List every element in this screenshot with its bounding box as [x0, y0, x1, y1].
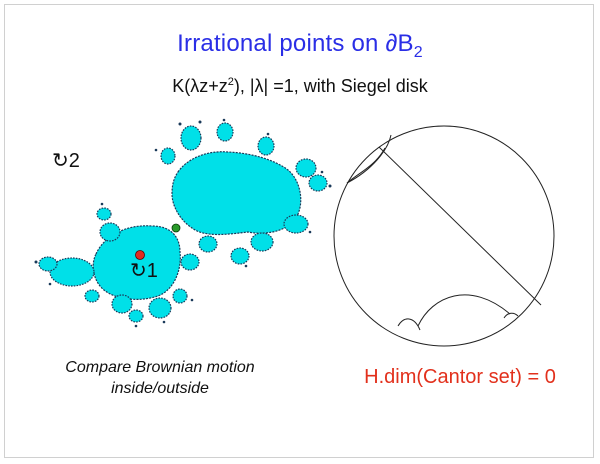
fractal-lobe — [128, 309, 144, 323]
title-main-text: Irrational points on ∂B — [177, 30, 414, 57]
rotation-label-2: ↻2 — [52, 150, 80, 172]
fractal-lobe — [84, 289, 100, 303]
fractal-lobe — [250, 232, 274, 252]
fractal-lobe — [198, 235, 218, 253]
fractal-lobe — [96, 207, 112, 221]
caption-line-1: Compare Brownian motion — [65, 359, 255, 376]
boundary-arc — [397, 318, 421, 331]
subtitle-superscript: 2 — [227, 76, 234, 88]
red-point — [135, 250, 145, 260]
boundary-arc — [346, 134, 392, 184]
fractal-lobe — [308, 174, 328, 192]
subtitle-pre: K(λz+z — [172, 76, 228, 96]
disk-chord — [378, 146, 542, 306]
fractal-lobe — [230, 247, 250, 265]
boundary-arc — [346, 147, 386, 184]
unit-disk-circle — [333, 125, 555, 347]
green-point — [171, 223, 181, 233]
fractal-spikes — [34, 118, 332, 328]
unit-disk-diagram — [333, 125, 555, 347]
fractal-lobe — [38, 256, 58, 272]
fractal-lobe — [283, 214, 309, 234]
boundary-arc — [417, 294, 511, 327]
caption: Compare Brownian motion inside/outside — [40, 357, 280, 399]
subtitle-post: ), |λ| =1, with Siegel disk — [233, 76, 428, 96]
boundary-arc — [503, 312, 519, 319]
fractal-lobe — [160, 147, 176, 165]
fractal-lobe — [180, 125, 202, 151]
fractal-lobe — [49, 257, 95, 287]
fractal-component-lower — [92, 225, 181, 300]
caption-line-2: inside/outside — [111, 380, 209, 397]
fractal-lobe — [172, 288, 188, 304]
fractal-lobe — [216, 122, 234, 142]
fractal-component-upper — [171, 151, 302, 236]
rotation-label-1: ↻1 — [130, 260, 158, 282]
fractal-lobe — [257, 136, 275, 156]
fractal-lobe — [295, 158, 317, 178]
julia-set-fractal — [38, 122, 328, 323]
fractal-lobe — [148, 297, 172, 319]
title-subscript: 2 — [413, 43, 423, 61]
fractal-lobe — [99, 222, 121, 242]
hausdorff-dimension-label: H.dim(Cantor set) = 0 — [364, 366, 556, 388]
slide-subtitle: K(λz+z2), |λ| =1, with Siegel disk — [0, 76, 600, 97]
fractal-lobe — [180, 253, 200, 271]
slide-title: Irrational points on ∂B2 — [0, 30, 600, 62]
fractal-lobe — [111, 294, 133, 314]
